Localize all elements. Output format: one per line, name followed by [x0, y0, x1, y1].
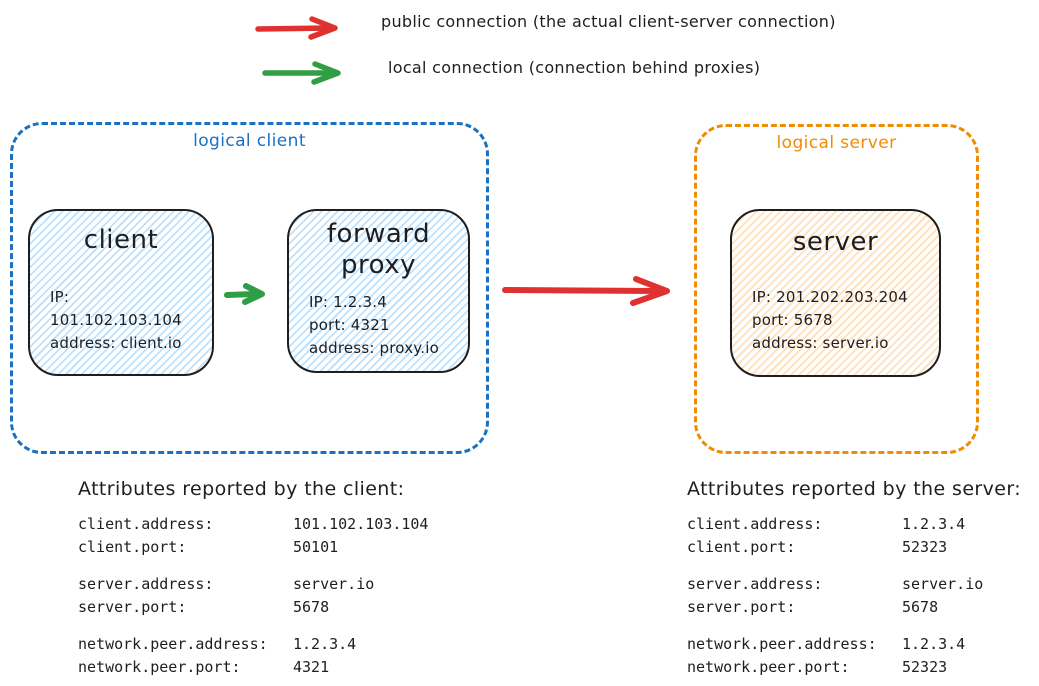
client-attributes-rows: client.address: 101.102.103.104 client.p… — [78, 513, 428, 679]
attr-value: 101.102.103.104 — [293, 515, 429, 533]
attr-row: client.address: 101.102.103.104 — [78, 513, 428, 536]
attr-row: server.address: server.io — [78, 573, 428, 596]
attr-row: server.address: server.io — [687, 573, 1021, 596]
client-attributes-title: Attributes reported by the client: — [78, 478, 405, 500]
proxy-port: port: 4321 — [309, 316, 390, 335]
attr-key: client.port: — [78, 538, 187, 556]
attr-key: server.port: — [78, 598, 187, 616]
client-ip: IP: 101.102.103.104 — [50, 288, 182, 330]
attr-row: network.peer.port: 52323 — [687, 656, 1021, 679]
forward-proxy-node-details: IP: 1.2.3.4 port: 4321 address: proxy.io — [309, 291, 448, 360]
attr-value: 52323 — [902, 538, 948, 556]
attr-row: client.port: 50101 — [78, 536, 428, 559]
attr-key: server.address: — [687, 575, 823, 593]
server-connection-attrs-group: server.address: server.io server.port: 5… — [78, 573, 428, 619]
network-peer-attrs-group: network.peer.address: 1.2.3.4 network.pe… — [687, 633, 1021, 679]
attr-row: client.address: 1.2.3.4 — [687, 513, 1021, 536]
logical-client-group: logical client client IP: 101.102.103.10… — [10, 122, 489, 454]
client-node: client IP: 101.102.103.104 address: clie… — [28, 209, 214, 376]
attr-key: server.port: — [687, 598, 796, 616]
attr-value: 1.2.3.4 — [293, 635, 357, 653]
attr-row: server.port: 5678 — [78, 596, 428, 619]
public-connection-legend-label: public connection (the actual client-ser… — [381, 12, 836, 31]
attr-row: server.port: 5678 — [687, 596, 1021, 619]
attr-key: network.peer.address: — [78, 635, 268, 653]
forward-proxy-node-title: forward proxy — [326, 219, 431, 281]
proxy-address: address: proxy.io — [309, 339, 439, 358]
public-connection-arrow-icon — [255, 16, 353, 40]
attr-row: client.port: 52323 — [687, 536, 1021, 559]
attr-value: 4321 — [293, 658, 330, 676]
server-connection-attrs-group: server.address: server.io server.port: 5… — [687, 573, 1021, 619]
attr-value: 5678 — [902, 598, 939, 616]
attr-key: network.peer.port: — [687, 658, 850, 676]
server-node: server IP: 201.202.203.204 port: 5678 ad… — [730, 209, 941, 377]
forward-proxy-node: forward proxy IP: 1.2.3.4 port: 4321 add… — [287, 209, 470, 373]
local-connection-legend-label: local connection (connection behind prox… — [388, 58, 761, 77]
client-to-proxy-arrow-icon — [224, 283, 272, 307]
client-node-details: IP: 101.102.103.104 address: client.io — [50, 286, 192, 355]
local-connection-arrow-icon — [262, 61, 356, 85]
server-address: address: server.io — [752, 334, 889, 353]
server-attributes-rows: client.address: 1.2.3.4 client.port: 523… — [687, 513, 1021, 679]
client-attributes-block: Attributes reported by the client: clien… — [78, 478, 428, 686]
network-peer-attrs-group: network.peer.address: 1.2.3.4 network.pe… — [78, 633, 428, 679]
attr-value: server.io — [902, 575, 984, 593]
attr-value: 1.2.3.4 — [902, 515, 966, 533]
server-attributes-block: Attributes reported by the server: clien… — [687, 478, 1021, 686]
logical-client-label: logical client — [193, 131, 306, 151]
server-node-title: server — [792, 227, 879, 257]
logical-server-label: logical server — [776, 133, 897, 153]
server-ip: IP: 201.202.203.204 — [752, 288, 908, 307]
proxy-ip: IP: 1.2.3.4 — [309, 293, 387, 312]
client-address: address: client.io — [50, 334, 182, 353]
attr-value: 1.2.3.4 — [902, 635, 966, 653]
logical-server-group: logical server server IP: 201.202.203.20… — [694, 124, 979, 454]
server-attributes-title: Attributes reported by the server: — [687, 478, 1022, 500]
server-node-details: IP: 201.202.203.204 port: 5678 address: … — [752, 286, 919, 355]
attr-key: server.address: — [78, 575, 214, 593]
client-to-server-arrow-icon — [501, 276, 691, 306]
attr-value: 5678 — [293, 598, 330, 616]
client-connection-attrs-group: client.address: 101.102.103.104 client.p… — [78, 513, 428, 559]
attr-key: client.port: — [687, 538, 796, 556]
server-port: port: 5678 — [752, 311, 833, 330]
attr-row: network.peer.address: 1.2.3.4 — [687, 633, 1021, 656]
attr-value: 50101 — [293, 538, 339, 556]
attr-value: server.io — [293, 575, 375, 593]
attr-row: network.peer.port: 4321 — [78, 656, 428, 679]
client-node-title: client — [83, 225, 159, 255]
attr-value: 52323 — [902, 658, 948, 676]
attr-key: client.address: — [687, 515, 823, 533]
attr-row: network.peer.address: 1.2.3.4 — [78, 633, 428, 656]
attr-key: client.address: — [78, 515, 214, 533]
client-connection-attrs-group: client.address: 1.2.3.4 client.port: 523… — [687, 513, 1021, 559]
attr-key: network.peer.address: — [687, 635, 877, 653]
attr-key: network.peer.port: — [78, 658, 241, 676]
